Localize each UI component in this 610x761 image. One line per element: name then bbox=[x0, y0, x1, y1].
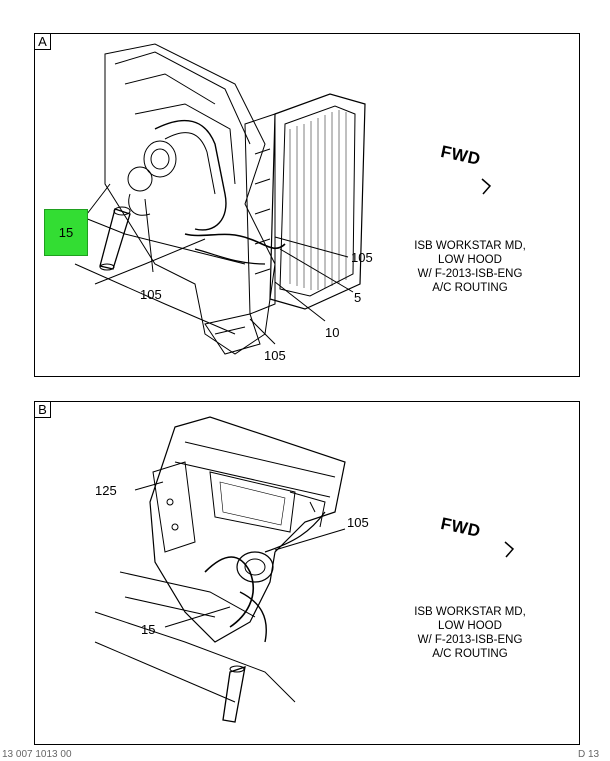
fwd-arrow bbox=[481, 178, 492, 195]
leader-5 bbox=[279, 248, 354, 293]
leader-105-left bbox=[144, 198, 154, 273]
callout-105-right: 105 bbox=[351, 250, 373, 265]
note-line: ISB WORKSTAR MD, bbox=[414, 240, 526, 252]
callout-15-highlight[interactable]: 15 bbox=[44, 209, 88, 256]
callout-125: 125 bbox=[95, 483, 117, 498]
leader-105-bottom bbox=[249, 318, 276, 345]
callout-105-left: 105 bbox=[140, 287, 162, 302]
panel-b-letter: B bbox=[35, 402, 51, 418]
panel-a-illustration bbox=[74, 43, 492, 355]
panel-b-illustration bbox=[94, 416, 515, 723]
note-line: A/C ROUTING bbox=[432, 648, 508, 660]
bracket-plate bbox=[152, 461, 196, 553]
callout-15: 15 bbox=[141, 622, 156, 637]
footer-left: 13 007 1013 00 bbox=[2, 749, 72, 760]
cowl-panel bbox=[149, 416, 346, 643]
leader-15 bbox=[86, 183, 111, 215]
callout-105-bottom: 105 bbox=[264, 348, 286, 363]
leader-10 bbox=[274, 281, 326, 322]
panel-a-letter: A bbox=[35, 34, 51, 50]
note-line: LOW HOOD bbox=[438, 254, 502, 266]
note-line: W/ F-2013-ISB-ENG bbox=[417, 634, 523, 646]
receiver-drier bbox=[222, 666, 246, 723]
panel-b: B 125 105 15 FWD bbox=[34, 401, 580, 745]
callout-5: 5 bbox=[354, 290, 362, 305]
note-line: A/C ROUTING bbox=[432, 282, 508, 294]
panel-b-note: ISB WORKSTAR MD, LOW HOOD W/ F-2013-ISB-… bbox=[405, 605, 535, 661]
leader-105-right bbox=[274, 236, 349, 258]
callout-10: 10 bbox=[325, 325, 340, 340]
ac-hose bbox=[184, 233, 286, 249]
radiator bbox=[269, 93, 366, 310]
fwd-arrow bbox=[504, 541, 515, 558]
receiver-drier bbox=[99, 208, 131, 270]
panel-a: A bbox=[34, 33, 580, 377]
leader-125 bbox=[134, 481, 164, 491]
note-line: LOW HOOD bbox=[438, 620, 502, 632]
engine-block bbox=[104, 43, 276, 355]
footer-right: D 13 bbox=[578, 749, 600, 760]
panel-a-note: ISB WORKSTAR MD, LOW HOOD W/ F-2013-ISB-… bbox=[405, 239, 535, 295]
note-line: ISB WORKSTAR MD, bbox=[414, 606, 526, 618]
intake-pipe bbox=[154, 119, 227, 231]
leader-15 bbox=[164, 606, 231, 628]
leader-105 bbox=[274, 528, 346, 551]
ac-hose bbox=[204, 556, 255, 628]
blower-housing bbox=[236, 551, 274, 583]
callout-105: 105 bbox=[347, 515, 369, 530]
note-line: W/ F-2013-ISB-ENG bbox=[417, 268, 523, 280]
